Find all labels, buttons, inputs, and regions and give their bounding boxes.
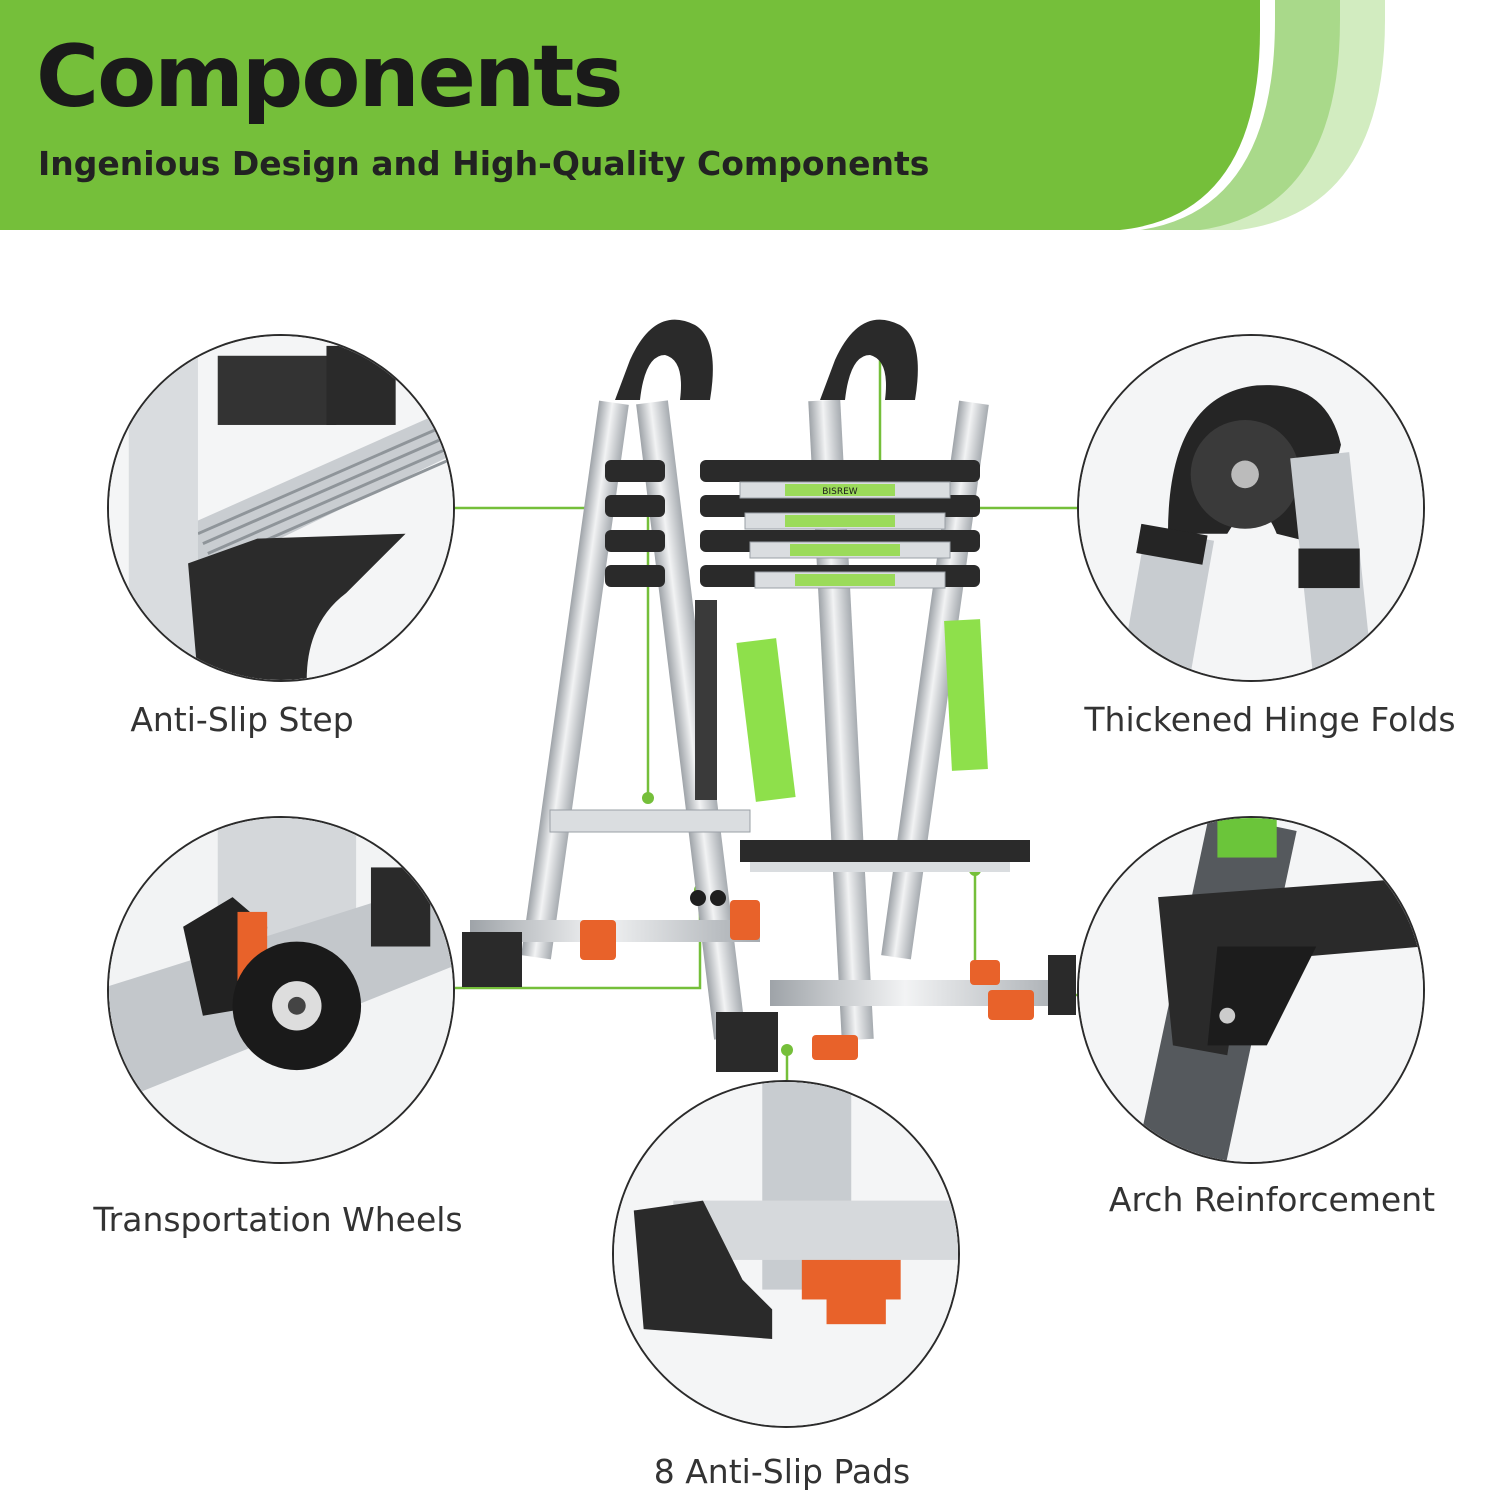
ladder-product-image: BISREW xyxy=(462,319,1076,1072)
foot-pads-detail xyxy=(612,1080,960,1428)
hinge-icon xyxy=(1079,336,1423,680)
wheels-label: Transportation Wheels xyxy=(93,1200,463,1239)
hinge-label: Thickened Hinge Folds xyxy=(1084,700,1456,739)
wheels-detail xyxy=(107,816,455,1164)
foot-pad-icon xyxy=(614,1082,958,1426)
anti-slip-step-label: Anti-Slip Step xyxy=(130,700,354,739)
header-banner: Components Ingenious Design and High-Qua… xyxy=(0,0,1485,230)
header-background xyxy=(0,0,1385,230)
wheel-icon xyxy=(109,818,453,1162)
foot-pads-label: 8 Anti-Slip Pads xyxy=(653,1452,911,1491)
ladder-brand-label: BISREW xyxy=(822,487,857,497)
arch-icon xyxy=(1079,818,1423,1162)
anti-slip-step-icon xyxy=(109,336,453,680)
hinge-detail xyxy=(1077,334,1425,682)
page-title: Components xyxy=(36,27,624,127)
arch-label: Arch Reinforcement xyxy=(1108,1180,1436,1219)
anti-slip-step-detail xyxy=(107,334,455,682)
page-subtitle: Ingenious Design and High-Quality Compon… xyxy=(38,144,930,183)
arch-detail xyxy=(1077,816,1425,1164)
